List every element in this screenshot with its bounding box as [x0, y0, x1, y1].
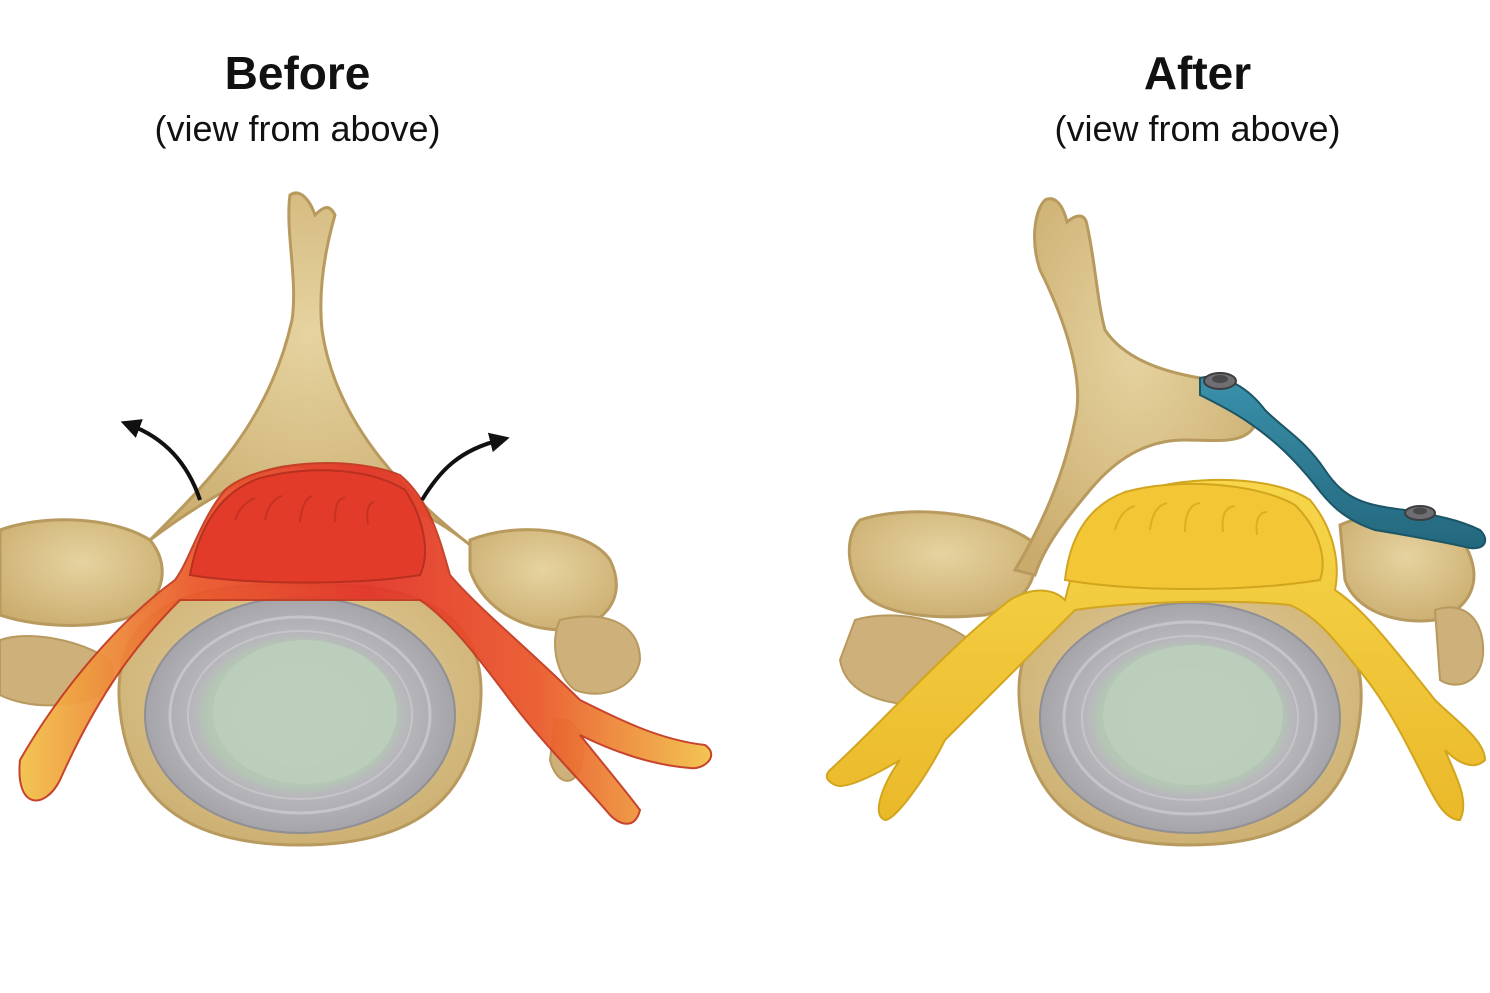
vertebra-after-illustration	[825, 197, 1487, 847]
opened-lamina-spinous-process	[1012, 197, 1258, 577]
right-transverse-process	[468, 528, 642, 782]
expansion-arrows	[120, 419, 510, 502]
left-lateral-mass-after	[838, 510, 1037, 707]
right-arrow	[420, 432, 510, 502]
before-title: Before	[224, 47, 371, 99]
left-arrow	[120, 419, 202, 501]
left-transverse-process	[0, 518, 164, 707]
before-panel: Before (view from above)	[0, 47, 713, 847]
screw-icon	[1203, 372, 1237, 390]
compressed-spinal-cord	[18, 462, 713, 825]
after-subtitle: (view from above)	[1054, 108, 1341, 149]
screw-icon	[1404, 505, 1436, 521]
after-panel: After (view from above)	[745, 0, 1490, 993]
fixation-plate-implant	[1199, 372, 1487, 550]
after-title: After	[1143, 47, 1252, 99]
before-subtitle: (view from above)	[154, 108, 441, 149]
vertebra-before-illustration	[0, 191, 713, 847]
intervertebral-disc	[144, 596, 456, 834]
intervertebral-disc-after	[1039, 602, 1341, 834]
decompressed-spinal-cord	[825, 478, 1487, 822]
